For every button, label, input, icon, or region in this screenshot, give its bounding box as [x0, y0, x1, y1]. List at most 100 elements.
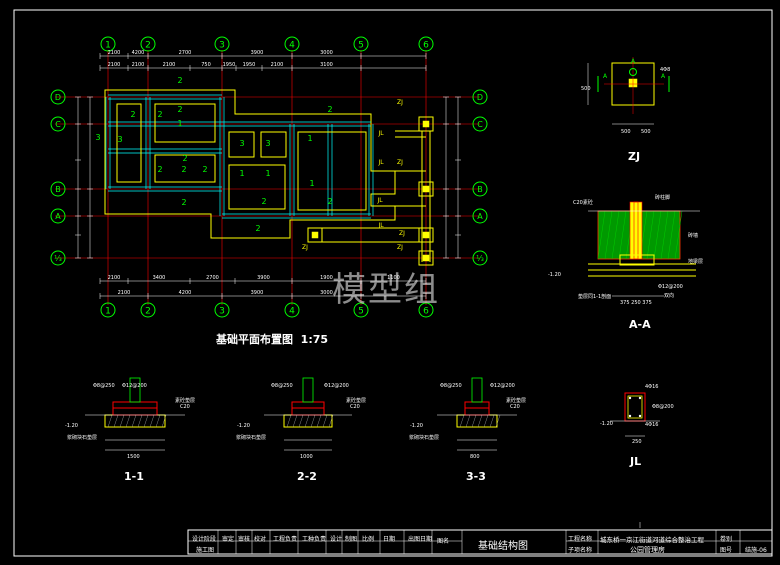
- room-outline: [228, 164, 286, 210]
- section-mark: 2: [181, 165, 186, 174]
- section-2-hatch: [316, 414, 322, 428]
- grid-bubble-x: [418, 36, 434, 52]
- grid-bubble-y-label: C: [477, 120, 483, 129]
- column-footing: [418, 181, 434, 197]
- section-1-hatch: [119, 414, 125, 428]
- zj-title: ZJ: [628, 150, 641, 163]
- dim-bottom-1-value: 2700: [206, 275, 219, 281]
- s2-conc: 素砼垫层: [346, 398, 367, 404]
- tb-c10: 出图日期: [408, 536, 433, 543]
- zj-label: ZJ: [399, 230, 405, 237]
- section-2-hatch: [322, 414, 328, 428]
- s2-stone: 浆砌块石垫层: [236, 435, 267, 441]
- grid-bubble-y-label: A: [477, 212, 483, 221]
- s3-stone: 浆砌块石垫层: [409, 435, 440, 441]
- tb-designer: 设计阶段: [192, 536, 217, 543]
- grid-bubble-y-label: C: [55, 120, 61, 129]
- dim-top-1-value: 2100: [108, 50, 121, 56]
- dim-top-2-value: 1950: [243, 62, 256, 68]
- aa-note-c20: C20素砼: [573, 200, 593, 206]
- grid-bubble-x-label: 2: [145, 41, 151, 51]
- column: [422, 231, 430, 239]
- grid-bubble-x: [100, 36, 116, 52]
- section-mark: 2: [181, 198, 186, 207]
- tb-drawing-name: 基础结构图: [478, 541, 528, 552]
- aa-note-col: 砖柱脚: [655, 195, 671, 201]
- dim-bottom-1-value: 3400: [153, 275, 166, 281]
- section-2-column: [302, 377, 314, 403]
- column: [422, 120, 430, 128]
- aa-column-brick: [629, 201, 643, 260]
- room-outline: [154, 103, 216, 143]
- grid-bubble-x-label: 1: [105, 41, 111, 51]
- dim-bottom-2-value: 3900: [251, 290, 264, 296]
- footing-sections: [85, 377, 517, 451]
- section-3-hatch: [495, 414, 501, 428]
- tb-c11: 图名: [437, 538, 450, 545]
- grid-bubble-x-label: 1: [105, 307, 111, 317]
- section-mark: 3: [117, 135, 122, 144]
- s2-width: 1000: [300, 454, 313, 460]
- section-mark: 2: [130, 110, 135, 119]
- grid-bubble-y: [472, 181, 488, 197]
- aa-note-bot: 垫层同1-1剖面: [578, 294, 612, 300]
- aa-hatch-line: [611, 210, 620, 260]
- tb-sheet: 结施-06: [745, 547, 767, 554]
- s3-conc: 素砼垫层: [506, 398, 527, 404]
- grid-bubble-y: [50, 89, 66, 105]
- dim-bottom-2-value: 4200: [179, 290, 192, 296]
- column: [311, 231, 319, 239]
- tb-c1: 审定: [222, 536, 235, 543]
- dim-top-1-value: 3900: [251, 50, 264, 56]
- section-mark: 2: [177, 105, 182, 114]
- zj-label: ZJ: [302, 244, 308, 251]
- tb-phase: 施工图: [196, 547, 215, 554]
- jl-w: 250: [632, 439, 642, 445]
- grid-bubble-x: [100, 302, 116, 318]
- section-mark: 2: [261, 197, 266, 206]
- zj-label: ZJ: [397, 159, 403, 166]
- jl-bot: 4Φ16: [645, 422, 659, 428]
- s2-rebar2: Φ12@200: [324, 383, 349, 389]
- aa-hatch-line: [667, 210, 676, 260]
- zj-w2: 500: [641, 129, 651, 135]
- section-mark: 3: [95, 133, 100, 142]
- jl-label: JL: [376, 197, 383, 204]
- aa-note-lvl: -1.20: [548, 272, 561, 278]
- section-3-hatch: [489, 414, 495, 428]
- jl-label: JL: [377, 222, 384, 229]
- column: [422, 185, 430, 193]
- tb-volume: 卷别: [720, 536, 733, 543]
- grid-bubble-x-label: 5: [358, 307, 364, 317]
- grid-bubble-x: [214, 36, 230, 52]
- grid-bubble-y: [50, 181, 66, 197]
- zj-h: 500: [581, 86, 591, 92]
- room-outline: [260, 131, 287, 158]
- zj-cut-label: A: [631, 58, 636, 65]
- grid-bubble-x: [284, 302, 300, 318]
- tb-sub: 公园管理房: [630, 546, 665, 554]
- section-mark: 3: [265, 139, 270, 148]
- zj-w1: 500: [621, 129, 631, 135]
- tb-c8: 比例: [362, 536, 375, 543]
- tb-c3: 校对: [254, 536, 267, 543]
- dim-top-2-value: 750: [201, 62, 211, 68]
- section-3-column: [471, 377, 483, 403]
- section-1-hatch: [155, 414, 161, 428]
- section-1-stone: [104, 414, 166, 428]
- s1-rebar1: Φ8@250: [93, 383, 115, 389]
- grid-bubble-x-label: 2: [145, 307, 151, 317]
- section-mark: 2: [177, 76, 182, 85]
- section-1-hatch: [143, 414, 149, 428]
- s2-grade: C20: [350, 404, 360, 410]
- column-footing: [418, 250, 434, 266]
- dim-top-1-value: 2700: [179, 50, 192, 56]
- jl-bar: [628, 414, 632, 418]
- jl-top: 4Φ16: [645, 384, 659, 390]
- tb-c9: 日期: [383, 536, 396, 543]
- aa-hatch-line: [660, 210, 669, 260]
- dim-bottom-1-value: 2100: [108, 275, 121, 281]
- jl-bar: [628, 396, 632, 400]
- room-outline: [297, 131, 367, 211]
- jl-bar: [638, 414, 642, 418]
